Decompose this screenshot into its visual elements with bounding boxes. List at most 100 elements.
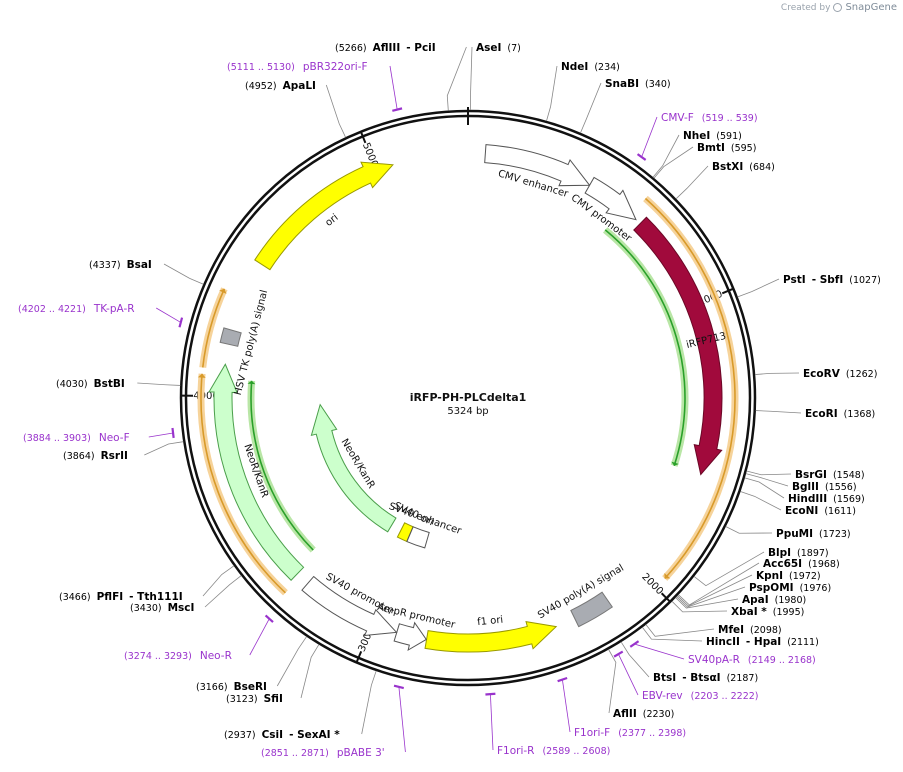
plasmid-name: iRFP-PH-PLCdelta1 [410,391,527,404]
enzyme-name: BstXI [712,161,743,173]
site-leader-line [652,134,680,178]
tick-mark [360,132,367,144]
primer-leader-line [634,643,685,660]
enzyme-name: MfeI [718,624,744,636]
primer-range: (2377 .. 2398) [618,728,686,739]
cut-position: (1723) [819,529,851,540]
primer-label: EBV-rev(2203 .. 2222) [642,690,759,702]
restriction-site-label: EcoRI(1368) [805,408,875,420]
enzyme-name: AseI [476,42,501,54]
feature-cmv-promoter [584,176,637,221]
orf-arrowhead [671,461,679,466]
cut-position: (1611) [824,506,856,517]
enzyme-name: EcoRV [803,368,841,380]
primer-name: EBV-rev [642,690,683,702]
enzyme-name: SnaBI [605,78,639,90]
site-leader-line [546,65,558,122]
primer-name: CMV-F [661,112,694,124]
site-leader-line [671,601,728,613]
site-leader-line [469,46,473,111]
primer-label: (2851 .. 2871)pBABE 3' [261,747,385,759]
cut-position: (4337) [89,260,121,271]
cut-position: (340) [645,79,671,90]
restriction-site-label: BtsI- BtsαI(2187) [653,672,758,684]
site-leader-line [675,597,739,609]
restriction-site-label: (4952)ApaLI [245,80,316,92]
cut-position: (4952) [245,81,277,92]
enzyme-name: PstI [783,274,806,286]
enzyme-name: - SbfI [812,274,844,286]
primer-label: F1ori-R(2589 .. 2608) [497,745,610,757]
site-leader-line [361,670,377,735]
primer-marker [629,640,640,648]
feature-sv40-promoter [301,575,398,637]
enzyme-name: CsiI [262,729,283,741]
primer-marker [178,317,184,328]
primer-sites: CMV-F(519 .. 539)SV40pA-R(2149 .. 2168)E… [18,61,816,759]
site-leader-line [446,46,467,111]
cut-position: (1027) [849,275,881,286]
credit-brand: SnapGene [845,2,897,13]
primer-label: (3884 .. 3903)Neo-F [23,432,130,444]
site-leader-line [740,491,782,511]
primer-leader-line [618,653,639,696]
site-leader-line [608,649,617,714]
cut-position: (3430) [130,603,162,614]
credit-prefix: Created by [780,2,831,13]
site-leader-line [144,441,184,456]
orf-tracks [197,195,739,596]
site-leader-line [204,575,242,608]
restriction-site-label: PstI - SbfI (1027) [783,274,881,286]
cut-position: (591) [716,131,742,142]
site-leader-line [300,644,320,699]
enzyme-name: - PciI [406,42,435,54]
site-leader-line [163,263,204,285]
cut-position: (1972) [789,571,821,582]
restriction-site-label: PpuMI(1723) [776,528,851,540]
feature-ampr-promoter [393,621,427,652]
enzyme-name: EcoRI [805,408,838,420]
cut-position: (7) [507,43,520,54]
restriction-site-label: ApaI(1980) [742,594,806,606]
enzyme-name: PspOMI [749,582,794,594]
enzyme-name: Acc65I [763,558,802,570]
primer-leader-line [249,618,270,656]
primer-range: (5111 .. 5130) [227,62,295,73]
primer-leader-line [155,307,181,323]
cut-position: (3864) [63,451,95,462]
site-leader-line [693,551,765,587]
restriction-site-label: BglII(1556) [792,481,857,493]
feature-neor-kanr [208,363,305,581]
feature-f1-ori [424,620,558,653]
cut-position: (4030) [56,379,88,390]
restriction-site-label: (3123)SfiI [226,693,283,705]
site-leader-line [676,586,746,608]
restriction-site-label: MfeI (2098) [718,624,782,636]
tick-mark [660,592,671,602]
primer-label: (3274 .. 3293)Neo-R [124,650,232,662]
restriction-sites: AseI(7)(5266)AflIII- PciINdeI(234)SnaBI(… [56,42,881,741]
restriction-site-label: BsrGI (1548) [795,469,865,481]
cut-position: (684) [749,162,775,173]
site-leader-line [745,473,789,487]
restriction-site-label: (5266)AflIII- PciI [335,42,436,54]
cut-position: (2098) [750,625,782,636]
primer-name: F1ori-F [574,727,610,739]
restriction-site-label: (3430)MscI [130,602,194,614]
primer-range: (519 .. 539) [702,113,758,124]
site-leader-line [755,410,802,414]
feature-ori-label: ori [324,212,341,229]
enzyme-name: BsrGI [795,469,827,481]
enzyme-name: BtsI [653,672,676,684]
site-leader-line [137,382,181,386]
enzyme-name: NdeI [561,61,588,73]
restriction-site-label: (3166)BseRI [196,681,267,693]
restriction-site-label: SnaBI (340) [605,78,671,90]
feature-sv40-ori [396,522,414,543]
feature-hsv-tk-poly-a-signal [219,327,242,347]
cut-position: (1548) [833,470,865,481]
restriction-site-label: BmtI(595) [697,142,756,154]
restriction-site-label: EcoRV(1262) [803,368,877,380]
site-leader-line [675,165,709,200]
site-leader-line [677,574,753,607]
